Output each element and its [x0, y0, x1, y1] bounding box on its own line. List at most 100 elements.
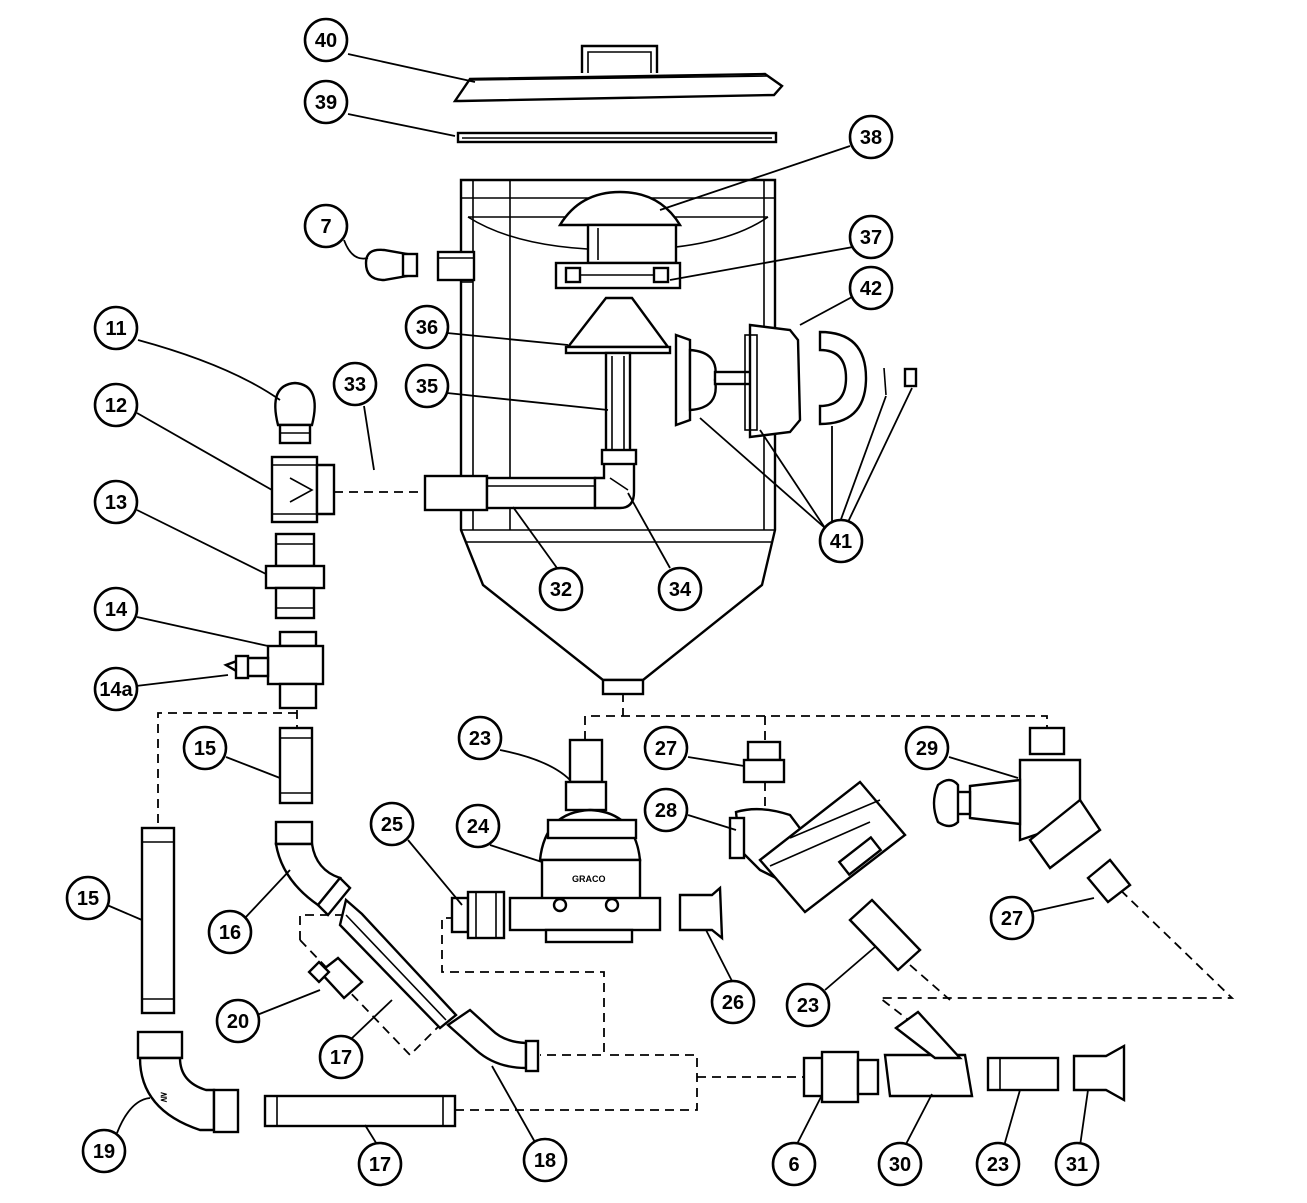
callout-label: 23 [469, 728, 491, 750]
callout-label: 14a [99, 679, 133, 701]
callout-38: 38 [848, 114, 894, 160]
callout-32: 32 [538, 566, 584, 612]
svg-text:⋛: ⋛ [160, 1092, 168, 1103]
callout-label: 15 [77, 888, 99, 910]
plug-20 [307, 956, 364, 1000]
callout-label: 7 [320, 216, 331, 238]
callout-label: 42 [860, 278, 882, 300]
callout-36: 36 [404, 304, 450, 350]
callout-39: 39 [303, 79, 349, 125]
callout-label: 14 [105, 599, 128, 621]
inlet-pipe [423, 474, 597, 512]
callout-label: 32 [550, 579, 572, 601]
callout-label: 16 [219, 922, 241, 944]
regulator-valve-28 [728, 780, 907, 914]
elbow-45-upper [274, 820, 352, 917]
callout-11: 11 [93, 305, 139, 351]
callout-20: 20 [215, 998, 261, 1044]
callout-label: 39 [315, 92, 337, 114]
callout-14: 14 [93, 586, 139, 632]
callout-12: 12 [93, 382, 139, 428]
callout-27-upper: 27 [643, 725, 689, 771]
callout-label: 36 [416, 317, 438, 339]
callout-25: 25 [369, 801, 415, 847]
callout-16: 16 [207, 909, 253, 955]
callout-label: 18 [534, 1150, 556, 1172]
callout-23-pump: 23 [457, 715, 503, 761]
callout-label: 23 [797, 995, 819, 1017]
callout-label: 34 [669, 579, 692, 601]
callout-label: 25 [381, 814, 403, 836]
callout-label: 28 [655, 800, 677, 822]
callout-label: 13 [105, 492, 127, 514]
callout-label: 38 [860, 127, 882, 149]
callout-label: 41 [830, 531, 852, 553]
callout-27-lower: 27 [989, 895, 1035, 941]
callout-label: 29 [916, 738, 938, 760]
callout-label: 26 [722, 992, 744, 1014]
elbow-19: ⋛ [136, 1030, 240, 1134]
callout-35: 35 [404, 363, 450, 409]
callout-label: 35 [416, 376, 438, 398]
hex-nipple-27-upper [742, 740, 786, 784]
callout-17-angled: 17 [318, 1034, 364, 1080]
callout-15-lower: 15 [65, 875, 111, 921]
callout-label: 23 [987, 1154, 1009, 1176]
callout-18: 18 [522, 1137, 568, 1183]
callout-37: 37 [848, 214, 894, 260]
hex-nipple-27-lower [1086, 858, 1132, 904]
pipe-long-vertical [140, 826, 176, 1015]
callout-24: 24 [455, 803, 501, 849]
callout-label: 19 [93, 1141, 115, 1163]
callout-23-angled: 23 [785, 982, 831, 1028]
nipple-short [278, 726, 314, 805]
callout-14a: 14a [93, 666, 139, 712]
callout-label: 24 [467, 816, 490, 838]
callout-label: 31 [1066, 1154, 1088, 1176]
vent-seal [554, 261, 682, 290]
vent-ball [274, 381, 316, 445]
hex-nipple-23-angled [848, 898, 922, 972]
pipe-tee [270, 455, 336, 524]
pump-inlet-nipple [564, 738, 608, 812]
hopper-lid [452, 44, 784, 103]
callout-29: 29 [904, 725, 950, 771]
callout-label: 40 [315, 30, 337, 52]
callout-7: 7 [303, 203, 349, 249]
union-6 [802, 1050, 880, 1104]
plug-fitting [364, 248, 476, 282]
leader-lines [106, 53, 1095, 1147]
callout-label: 27 [1001, 908, 1023, 930]
nipple-23-lower [986, 1056, 1060, 1092]
inlet-elbow [593, 448, 638, 510]
callout-label: 12 [105, 395, 127, 417]
callout-label: 15 [194, 738, 216, 760]
pipe-long-horizontal [263, 1094, 457, 1128]
callout-label: 33 [344, 374, 366, 396]
callout-label: 17 [330, 1047, 352, 1069]
callout-42: 42 [848, 265, 894, 311]
callout-31: 31 [1054, 1141, 1100, 1187]
vent-cap [557, 190, 683, 265]
ball-valve-29 [932, 726, 1102, 870]
callout-26: 26 [710, 979, 756, 1025]
callout-label: 6 [788, 1154, 799, 1176]
callout-30: 30 [877, 1141, 923, 1187]
callout-23-lower: 23 [975, 1141, 1021, 1187]
callout-15-upper: 15 [182, 725, 228, 771]
quick-coupler-26 [678, 885, 724, 941]
quick-coupler-31 [1072, 1043, 1126, 1103]
callout-17-horizontal: 17 [357, 1141, 403, 1187]
callout-label: 27 [655, 738, 677, 760]
ball-valve [223, 630, 325, 710]
lid-gasket [456, 131, 778, 144]
callout-6: 6 [771, 1141, 817, 1187]
callout-label: 30 [889, 1154, 911, 1176]
elbow-18 [446, 1008, 540, 1073]
callout-33: 33 [332, 361, 378, 407]
callout-label: 20 [227, 1011, 249, 1033]
callout-label: 37 [860, 227, 882, 249]
pump-brand-label: GRACO [572, 874, 606, 884]
callout-label: 17 [369, 1154, 391, 1176]
